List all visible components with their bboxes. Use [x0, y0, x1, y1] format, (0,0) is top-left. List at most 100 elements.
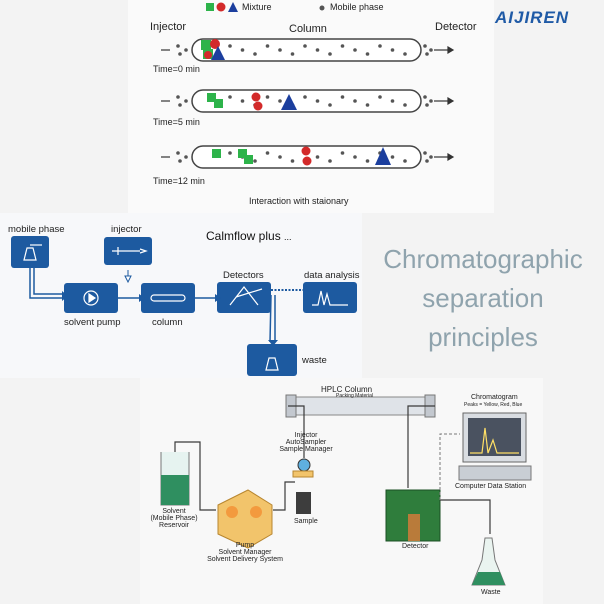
mobile-phase-dot [303, 44, 307, 48]
detectors-label: Detectors [223, 270, 264, 281]
mixture-t12 [212, 146, 391, 166]
heading-line-1: Chromatographic [383, 244, 583, 274]
hplc-column-title: HPLC Column [321, 385, 373, 394]
legend-mobile-phase: Mobile phase [330, 2, 384, 12]
mobile-phase-dot [184, 155, 188, 159]
injector-icon [292, 458, 314, 514]
mobile-phase-dot [403, 159, 407, 163]
waste-label: waste [302, 355, 327, 366]
detector-label: Detector [435, 21, 477, 33]
mobile-phase-dot [378, 44, 382, 48]
mobile-phase-dot [315, 155, 320, 159]
mobile-phase-dot [328, 52, 332, 56]
legend-mixture: Mixture [242, 2, 272, 12]
mobile-phase-dot [378, 95, 382, 99]
brand-logo: AIJIREN [495, 8, 570, 27]
legend-green-square [206, 3, 214, 11]
mobile-phase-dot [429, 155, 433, 159]
mobile-phase-dot [176, 151, 180, 155]
computer-label: Computer Data Station [455, 483, 527, 490]
calmflow-title: Calmflow plus ... [206, 229, 292, 243]
mobile-phase-box [11, 236, 49, 268]
mobile-phase-dot [184, 48, 188, 52]
mobile-phase-dot [423, 95, 427, 99]
pump-icon [217, 489, 273, 549]
mixture-t0 [201, 39, 225, 60]
mobile-phase-dot [353, 48, 357, 52]
mobile-phase-dot [228, 95, 232, 99]
mobile-phase-dot [253, 52, 257, 56]
column-tube-t5 [191, 89, 422, 113]
mobile-phase-dot [390, 155, 395, 159]
legend-red-circle [216, 2, 226, 12]
mobile-phase-dot [353, 99, 357, 103]
mobile-phase-dot [178, 52, 182, 56]
column-box [141, 283, 195, 313]
mobile-phase-dot [265, 151, 270, 155]
mobile-phase-dot [340, 95, 345, 99]
syringe-icon [112, 247, 148, 255]
hplc-column-sub: Packing Material [336, 393, 373, 399]
mobile-phase-dot [176, 44, 180, 48]
mobile-phase-dot [390, 99, 395, 103]
computer-icon [458, 412, 532, 481]
mobile-phase-dot [303, 95, 307, 99]
mobile-phase-dot [315, 99, 320, 103]
column-tube-t0 [191, 38, 422, 62]
mobile-phase-dot [425, 159, 429, 163]
flask-icon [23, 247, 37, 261]
injector-label: Injector [150, 21, 187, 33]
mobile-phase-dot [365, 159, 370, 163]
mobile-phase-dot [278, 155, 282, 159]
injector-box-label: injector [111, 224, 142, 235]
chromatogram-label: Chromatogram [471, 394, 518, 401]
data-analysis-label: data analysis [304, 270, 360, 281]
detector-box [385, 489, 441, 542]
mobile-phase-dot [290, 159, 295, 163]
legend-mobile-phase-dot [319, 5, 325, 11]
mobile-phase-dot [425, 103, 429, 107]
mobile-phase-dot [403, 103, 407, 107]
mobile-phase-dot [178, 103, 182, 107]
time-label-12: Time=12 min [153, 176, 205, 186]
solvent-flask-icon [160, 452, 190, 506]
pump-icon [83, 290, 99, 306]
detector-icon [229, 286, 263, 306]
mobile-phase-dot [228, 151, 232, 155]
mobile-phase-dot [403, 52, 407, 56]
mobile-phase-dot [353, 155, 357, 159]
mobile-phase-dot [340, 151, 345, 155]
mobile-phase-dot [340, 44, 345, 48]
waste-flask-icon [471, 537, 506, 586]
time-label-5: Time=5 min [153, 117, 200, 127]
mobile-phase-dot [429, 48, 433, 52]
mobile-phase-dot [253, 159, 257, 163]
waste-label-hplc: Waste [481, 589, 501, 596]
detector-label-hplc: Detector [402, 543, 429, 550]
mobile-phase-dot [328, 159, 332, 163]
heading-line-3: principles [428, 322, 538, 352]
mobile-phase-label: mobile phase [8, 224, 65, 235]
mobile-phase-dot [184, 99, 188, 103]
time-label-0: Time=0 min [153, 64, 200, 74]
chromatogram-sub: Peaks = Yellow, Red, Blue [464, 402, 523, 408]
mobile-phase-dot [228, 44, 232, 48]
legend-blue-triangle [228, 2, 238, 12]
sample-label: Sample [294, 518, 318, 525]
mobile-phase-dot [178, 159, 182, 163]
column-label: Column [289, 23, 327, 35]
peaks-icon [312, 290, 348, 306]
column-icon [150, 294, 186, 302]
mobile-phase-dot [365, 103, 370, 107]
heading-line-2: separation [422, 283, 544, 313]
mobile-phase-dot [278, 48, 282, 52]
solvent-label: Solvent(Mobile Phase)Reservoir [150, 508, 198, 529]
mobile-phase-dot [423, 151, 427, 155]
mobile-phase-dot [315, 48, 320, 52]
column-box-label: column [152, 317, 183, 328]
